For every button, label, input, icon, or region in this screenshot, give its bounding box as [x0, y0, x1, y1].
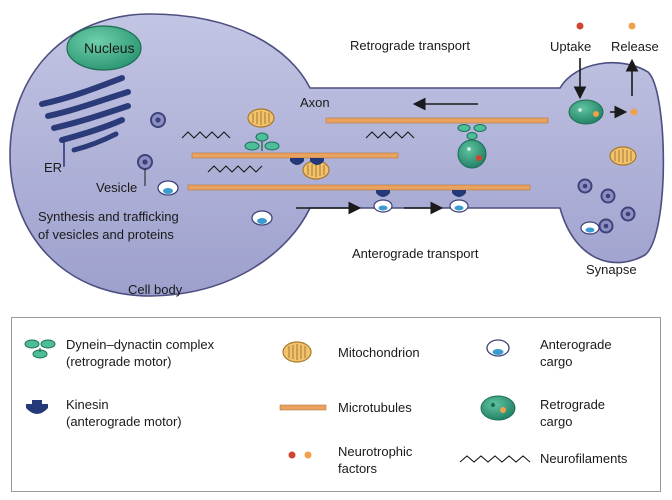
legend-neurotrophic-line2: factors	[338, 461, 378, 476]
retrograde-transport-label: Retrograde transport	[350, 38, 470, 53]
nucleus	[66, 25, 142, 71]
nucleus-label: Nucleus	[84, 40, 135, 56]
legend-kinesin-line2: (anterograde motor)	[66, 414, 182, 429]
anterograde-cargo-icon	[486, 339, 510, 357]
anterograde-cargo-icon	[157, 180, 179, 196]
microtubule	[187, 184, 531, 191]
neurotrophic-factor-icon	[628, 22, 636, 30]
microtubule	[325, 117, 549, 124]
mitochondrion-icon	[247, 108, 275, 128]
legend-retrograde-line2: cargo	[540, 414, 573, 429]
neurotrophic-orange-icon	[304, 451, 312, 459]
mitochondrion-icon	[302, 160, 330, 180]
retrograde-cargo-icon	[568, 99, 604, 125]
uptake-label: Uptake	[550, 39, 592, 54]
kinesin-icon	[290, 158, 324, 165]
legend-anterograde-line2: cargo	[540, 354, 573, 369]
retrograde-cargo-icon	[480, 395, 516, 421]
synaptic-vesicles	[577, 178, 636, 234]
legend-dynein-line1: Dynein–dynactin complex	[66, 337, 215, 352]
kinesin-icon	[26, 400, 48, 414]
kinesin-cargo	[449, 190, 469, 213]
legend-neurofilaments: Neurofilaments	[540, 451, 628, 466]
vesicle-icon	[150, 112, 166, 128]
anterograde-cargo-icon	[580, 221, 600, 235]
er-icon	[39, 75, 131, 167]
cell-body-label: Cell body	[128, 282, 183, 297]
synthesis-label-line2: of vesicles and proteins	[38, 227, 174, 242]
anterograde-transport-label: Anterograde transport	[352, 246, 479, 261]
neurofilament	[207, 165, 263, 173]
synapse-label: Synapse	[586, 262, 637, 277]
synthesis-label-line1: Synthesis and trafficking	[38, 209, 179, 224]
legend-microtubules: Microtubules	[338, 400, 412, 415]
legend-box: Dynein–dynactin complex (retrograde moto…	[11, 317, 661, 492]
legend-dynein-line2: (retrograde motor)	[66, 354, 172, 369]
neurofilament	[365, 131, 415, 139]
neurofilament	[181, 131, 231, 139]
microtubule-icon	[279, 404, 327, 411]
axon-label: Axon	[300, 95, 330, 110]
mitochondrion-icon	[282, 341, 312, 363]
kinesin-cargo	[373, 190, 393, 213]
er-label: ER	[44, 160, 63, 175]
vesicle-icon	[137, 154, 153, 186]
legend-retrograde-line1: Retrograde	[540, 397, 606, 412]
dynein-complex-icon	[244, 132, 280, 151]
dynein-retrograde-cargo	[457, 124, 487, 169]
neurotrophic-red-icon	[288, 451, 296, 459]
mitochondrion-icon	[609, 146, 637, 166]
legend-mitochondrion: Mitochondrion	[338, 345, 420, 360]
neurotrophic-factor-icon	[630, 108, 638, 116]
legend-kinesin-line1: Kinesin	[66, 397, 109, 412]
legend-anterograde-line1: Anterograde	[540, 337, 612, 352]
microtubule	[191, 152, 399, 159]
neurotrophic-factor-icon	[576, 22, 584, 30]
legend-neurotrophic-line1: Neurotrophic	[338, 444, 413, 459]
vesicle-label: Vesicle	[96, 180, 138, 195]
neuron-transport-diagram	[9, 13, 665, 297]
anterograde-cargo-icon	[251, 210, 273, 226]
neurofilament-icon	[459, 455, 531, 463]
release-label: Release	[611, 39, 659, 54]
dynein-complex-icon	[24, 339, 56, 359]
